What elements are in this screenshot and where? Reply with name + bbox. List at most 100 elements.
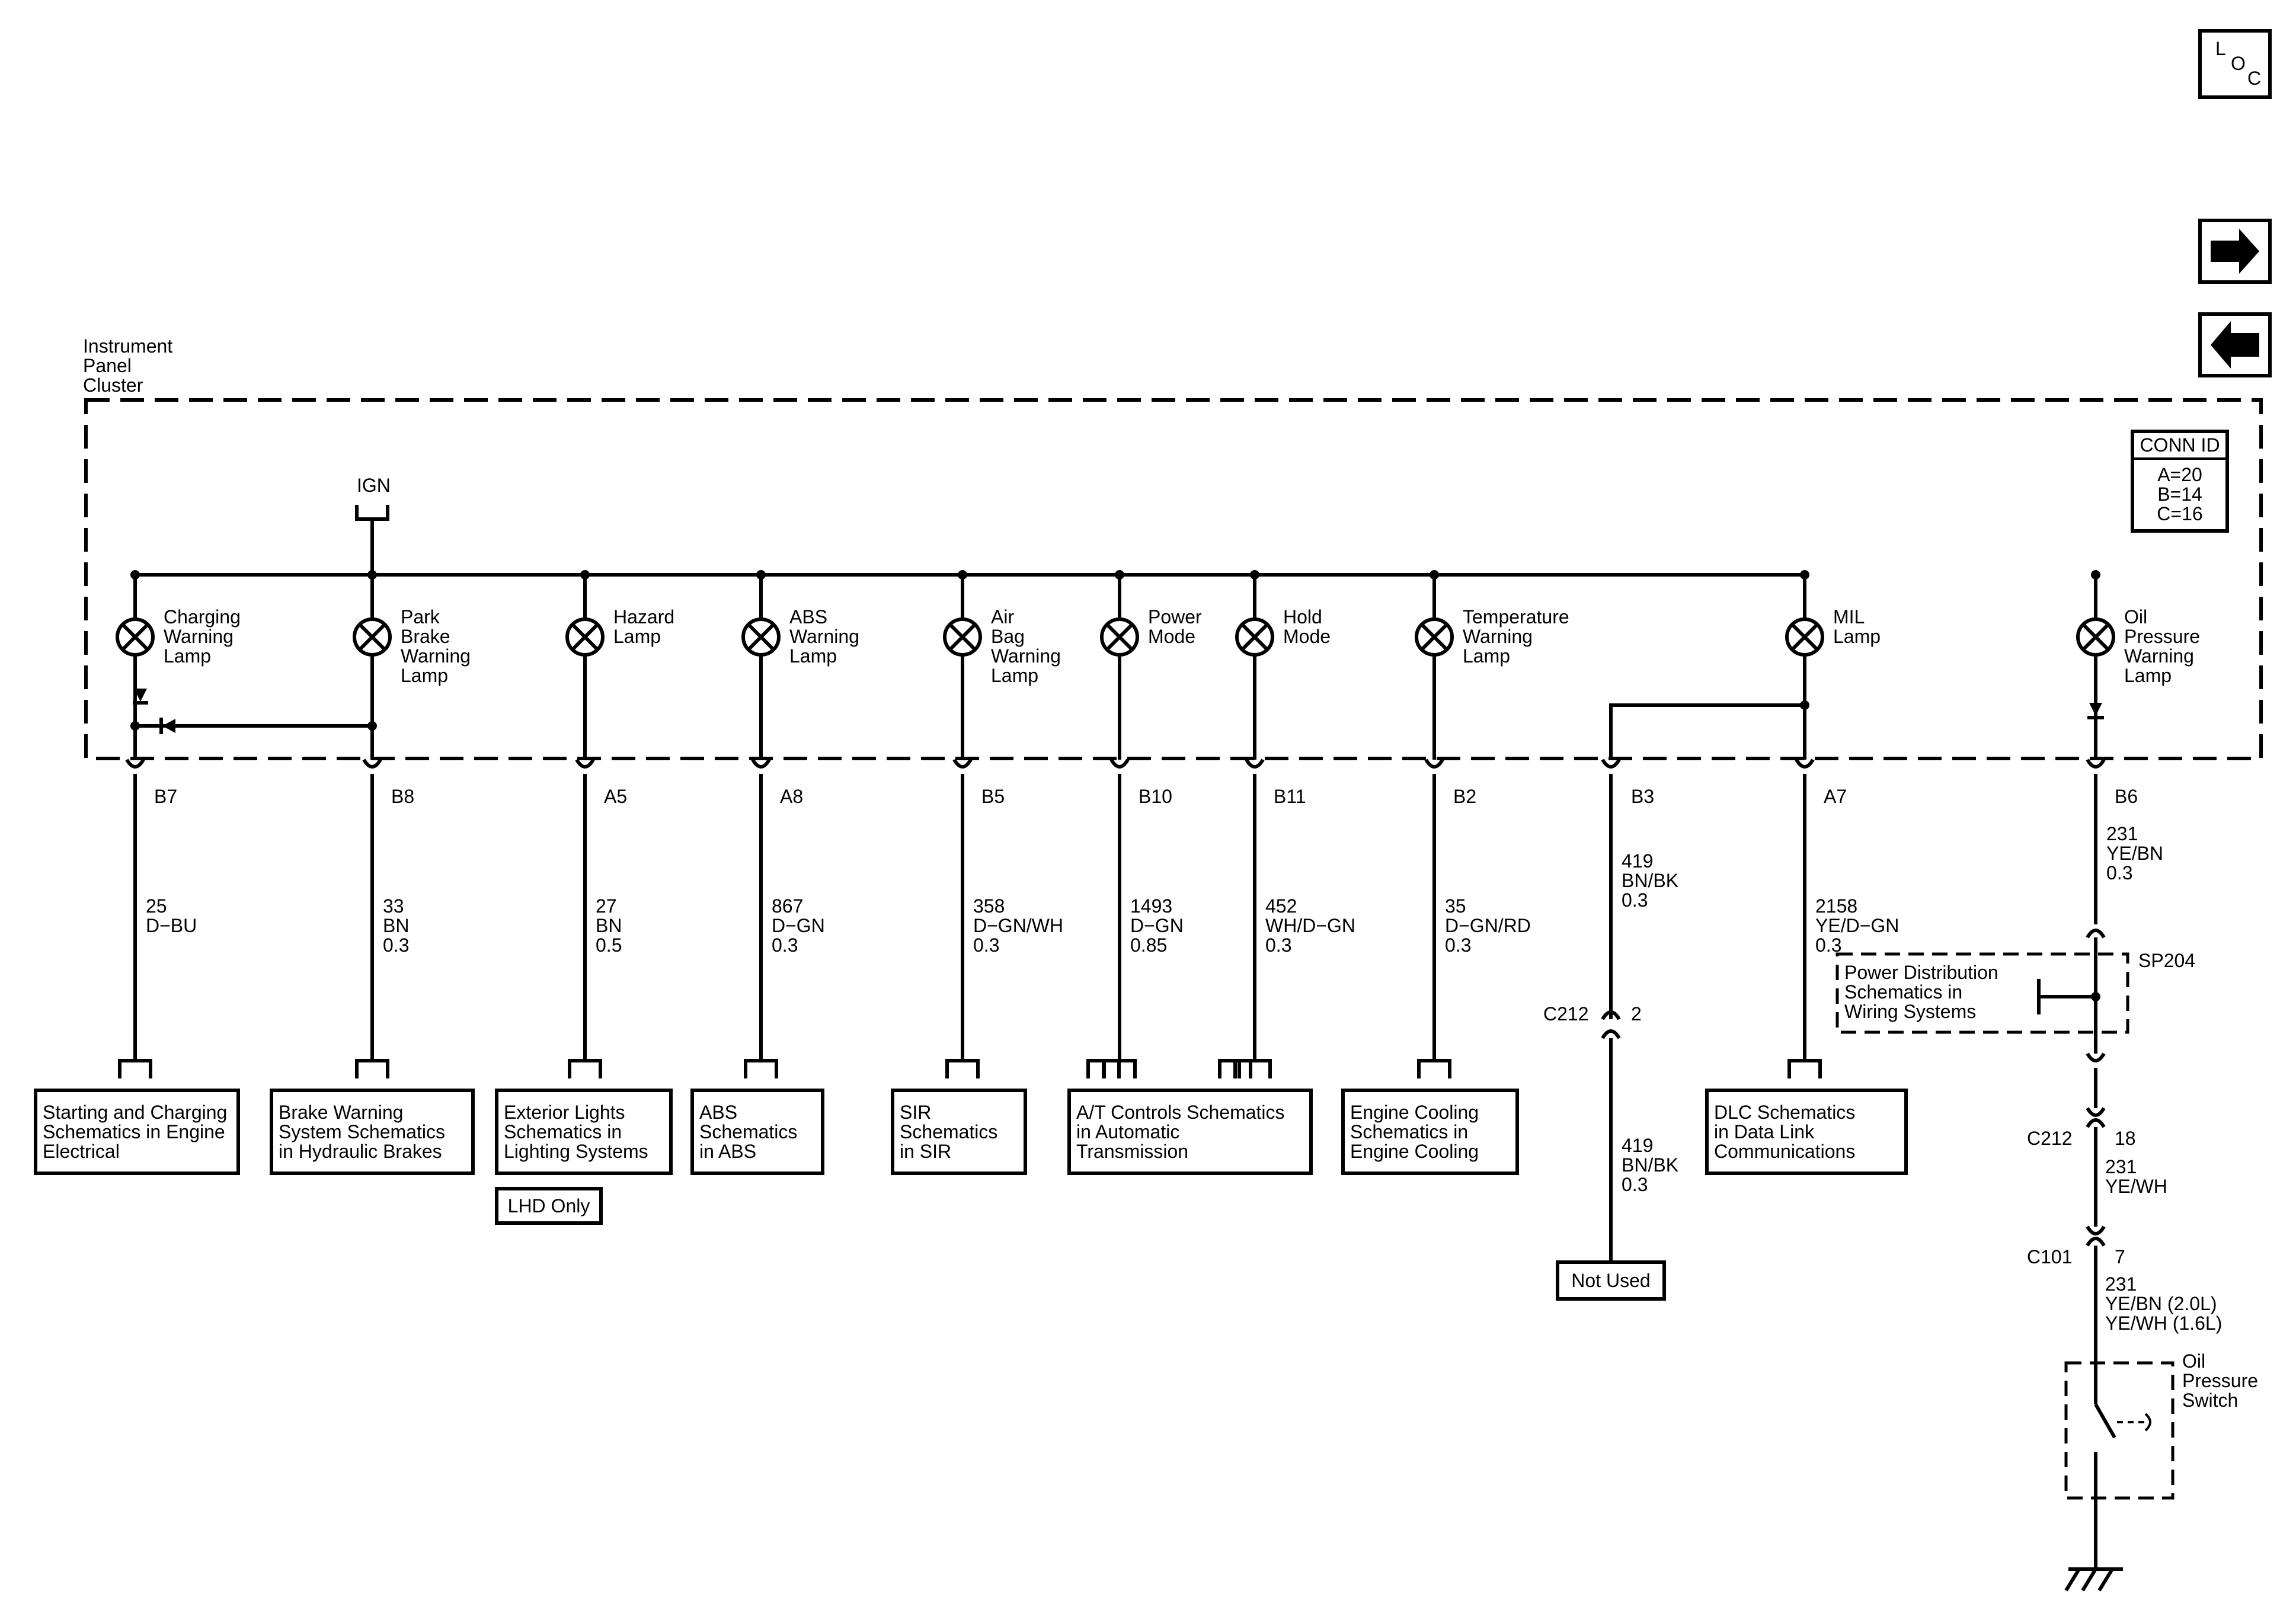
lamp-label: Warning [164, 626, 234, 647]
svg-text:Wiring Systems: Wiring Systems [1844, 1001, 1976, 1022]
conn-id-box: CONN ID A=20 B=14 C=16 [2131, 430, 2229, 533]
ipc-boundary [84, 398, 2263, 760]
connector-label: C212 [2027, 1128, 2073, 1149]
destination-label: in Data Link [1714, 1121, 1815, 1142]
wire-label: BN [596, 915, 622, 936]
loc-letter-c: C [2247, 68, 2261, 89]
oil-diode [2087, 703, 2104, 719]
lamp-label: Lamp [1833, 626, 1881, 647]
pin-label: A7 [1824, 786, 1847, 807]
lamp-icon [353, 617, 392, 657]
pin-label: B10 [1139, 786, 1172, 807]
lamp-icon [1415, 617, 1454, 657]
pin-label: B7 [154, 786, 177, 807]
wire-label: 0.3 [1622, 1174, 1648, 1195]
ground-icon [2064, 1567, 2123, 1592]
wire-label: 0.3 [1815, 934, 1841, 956]
lamp-label: Air [991, 606, 1014, 628]
lamp-label: Lamp [613, 626, 661, 647]
wire-label: 0.3 [383, 934, 409, 956]
destination-label: in Hydraulic Brakes [279, 1141, 442, 1162]
previous-page-button[interactable] [2198, 312, 2272, 377]
lamp-label: MIL [1833, 606, 1865, 628]
lhd-only-note: LHD Only [495, 1187, 603, 1225]
loc-letter-o: O [2231, 53, 2246, 74]
loc-button[interactable]: L O C [2198, 29, 2272, 99]
conn-id-line: B=14 [2157, 484, 2202, 505]
lamp-label: Mode [1283, 626, 1331, 647]
ign-label: IGN [357, 475, 391, 496]
destination-label: SIR [900, 1102, 931, 1123]
lamp-label: Lamp [401, 665, 448, 686]
connector-pin: 2 [1631, 1003, 1642, 1025]
diode-icon [2089, 703, 2102, 716]
ipc-title: Instrument Panel Cluster [83, 335, 172, 396]
wire-label: 25 [146, 895, 167, 917]
lamp-icon [1235, 617, 1274, 657]
lamp-icon [943, 617, 982, 657]
wire-label: 0.3 [1622, 889, 1648, 911]
destination-label: Engine Cooling [1350, 1141, 1479, 1162]
wire-label: YE/D−GN [1815, 915, 1899, 936]
lamp-icon [2076, 617, 2115, 657]
destination-label: Schematics [699, 1121, 797, 1142]
lamp-icon [565, 617, 605, 657]
svg-text:Not Used: Not Used [1571, 1270, 1650, 1291]
pin-label: B8 [391, 786, 414, 807]
wire-label: 2158 [1815, 895, 1857, 917]
power-distribution-ref: Power Distribution Schematics in Wiring … [1844, 962, 1998, 1022]
destination-label: Schematics in [1350, 1121, 1468, 1142]
pin-label: B2 [1453, 786, 1476, 807]
lamp-label: Hold [1283, 606, 1322, 628]
pin-label: B11 [1274, 786, 1306, 807]
wire-label: D−GN/WH [973, 915, 1063, 936]
diode-icon [162, 719, 175, 733]
wire-label: BN/BK [1622, 870, 1678, 891]
b3-circuit: B3 419 BN/BK 0.3 C212 2 419 BN/BK 0.3 [1543, 758, 1678, 1262]
wire-label: 419 [1622, 1135, 1653, 1156]
wire-label: D−GN [1130, 915, 1184, 936]
svg-text:Schematics in: Schematics in [1844, 981, 1962, 1003]
lamp-label: Pressure [2124, 626, 2200, 647]
pin-label: A5 [604, 786, 627, 807]
lamp-label: Lamp [1463, 645, 1510, 667]
splice-label: SP204 [2138, 950, 2195, 971]
wire-label: D−BU [146, 915, 197, 936]
conn-id-title: CONN ID [2140, 434, 2220, 456]
svg-text:Switch: Switch [2182, 1390, 2238, 1411]
lamp-icon [1785, 617, 1824, 657]
wire-label: YE/WH (1.6L) [2105, 1313, 2222, 1334]
wire-label: YE/BN [2106, 843, 2163, 864]
wire-label: 35 [1445, 895, 1466, 917]
next-page-button[interactable] [2198, 219, 2272, 284]
destination-label: Electrical [43, 1141, 120, 1162]
destination-label: ABS [699, 1102, 737, 1123]
destination-label: A/T Controls Schematics [1076, 1102, 1285, 1123]
lamp-label: Warning [1463, 626, 1533, 647]
lamp-label: Bag [991, 626, 1025, 647]
note-label: LHD Only [508, 1195, 590, 1217]
not-used-box: Not Used [1556, 1260, 1666, 1301]
svg-text:Pressure: Pressure [2182, 1370, 2258, 1391]
lamp-label: Warning [401, 645, 471, 667]
lamp-label: Lamp [164, 645, 211, 667]
wire-label: D−GN/RD [1445, 915, 1531, 936]
wire-label: 0.5 [596, 934, 622, 956]
wire-label: 0.3 [1445, 934, 1471, 956]
wire-label: 0.3 [2106, 862, 2132, 884]
lamp-label: Temperature [1463, 606, 1569, 628]
wire-label: 1493 [1130, 895, 1172, 917]
